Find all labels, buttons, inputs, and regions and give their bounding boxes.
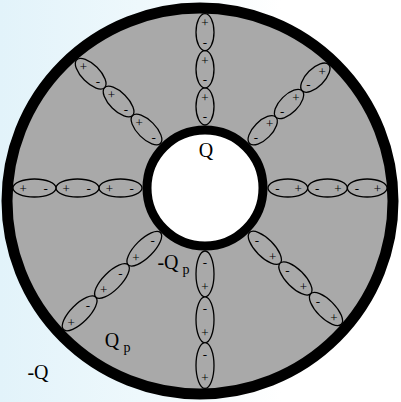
- polarization-sign: +: [106, 182, 113, 195]
- polarization-sign: -: [203, 301, 207, 314]
- polarization-sign: +: [292, 91, 299, 104]
- dipole-ellipse: [196, 297, 214, 343]
- dipole-ellipse: [196, 14, 214, 51]
- polarization-sign: -: [306, 78, 310, 91]
- dipole-ellipse: [308, 179, 348, 197]
- polarization-sign: -: [96, 74, 100, 87]
- polarization-sign: -: [203, 110, 207, 123]
- polarization-sign: +: [201, 371, 208, 384]
- polarization-sign: -: [285, 264, 289, 277]
- polarization-sign: -: [203, 35, 207, 48]
- charge-label: -Q: [157, 252, 178, 272]
- polarization-sign: -: [203, 255, 207, 268]
- charge-label: Q: [105, 330, 119, 350]
- polarization-sign: -: [118, 266, 122, 279]
- dipole-ellipse: [99, 179, 142, 197]
- polarization-sign: -: [316, 295, 320, 308]
- polarization-sign: +: [201, 53, 208, 66]
- polarization-sign: +: [319, 64, 326, 77]
- polarization-sign: +: [63, 182, 70, 195]
- polarization-sign: +: [80, 60, 87, 73]
- dipole-ellipse: [196, 51, 214, 88]
- polarization-sign: -: [203, 347, 207, 360]
- polarization-sign: -: [151, 234, 155, 247]
- polarization-sign: -: [355, 182, 359, 195]
- charge-label: Q: [199, 140, 213, 160]
- polarization-sign: +: [201, 325, 208, 338]
- polarization-sign: +: [334, 182, 341, 195]
- subscript: p: [183, 263, 190, 277]
- polarization-sign: +: [132, 251, 139, 264]
- polarization-sign: -: [86, 298, 90, 311]
- dipole-ellipse: [196, 251, 214, 297]
- polarization-sign: -: [254, 131, 258, 144]
- dipole-ellipse: [347, 179, 387, 197]
- dipole-ellipse: [13, 179, 56, 197]
- polarization-sign: -: [152, 130, 156, 143]
- polarization-sign: +: [330, 310, 337, 323]
- polarization-sign: +: [300, 280, 307, 293]
- polarization-sign: +: [68, 315, 75, 328]
- dipole-ellipse: [70, 53, 111, 94]
- polarization-sign: +: [108, 88, 115, 101]
- polarization-sign: +: [100, 283, 107, 296]
- polarization-sign: -: [315, 182, 319, 195]
- polarization-sign: -: [275, 182, 279, 195]
- polarization-sign: +: [136, 116, 143, 129]
- polarization-sign: -: [203, 72, 207, 85]
- polarization-sign: +: [20, 182, 27, 195]
- polarization-sign: -: [124, 102, 128, 115]
- polarization-sign: +: [266, 117, 273, 130]
- dipole-ellipse: [196, 88, 214, 125]
- dipole-chains: [13, 14, 387, 389]
- polarization-sign: +: [201, 90, 208, 103]
- polarization-sign: -: [255, 233, 259, 246]
- subscript: p: [124, 341, 131, 355]
- inner-conductor: [147, 130, 263, 246]
- charge-label: -Q: [27, 362, 48, 382]
- dipole-ellipse: [304, 287, 347, 330]
- dipole-ellipse: [296, 58, 335, 97]
- polarization-sign: -: [130, 182, 134, 195]
- polarization-sign: +: [201, 279, 208, 292]
- dipole-ellipse: [268, 179, 308, 197]
- polarization-sign: +: [374, 182, 381, 195]
- dipole-ellipse: [196, 343, 214, 389]
- polarization-sign: -: [280, 104, 284, 117]
- polarization-sign: -: [86, 182, 90, 195]
- polarization-sign: +: [294, 182, 301, 195]
- dipole-ellipse: [57, 291, 102, 336]
- dipole-ellipse: [56, 179, 99, 197]
- polarization-sign: +: [201, 16, 208, 29]
- polarization-sign: -: [43, 182, 47, 195]
- outer-conductor: [7, 8, 393, 394]
- polarization-sign: +: [269, 249, 276, 262]
